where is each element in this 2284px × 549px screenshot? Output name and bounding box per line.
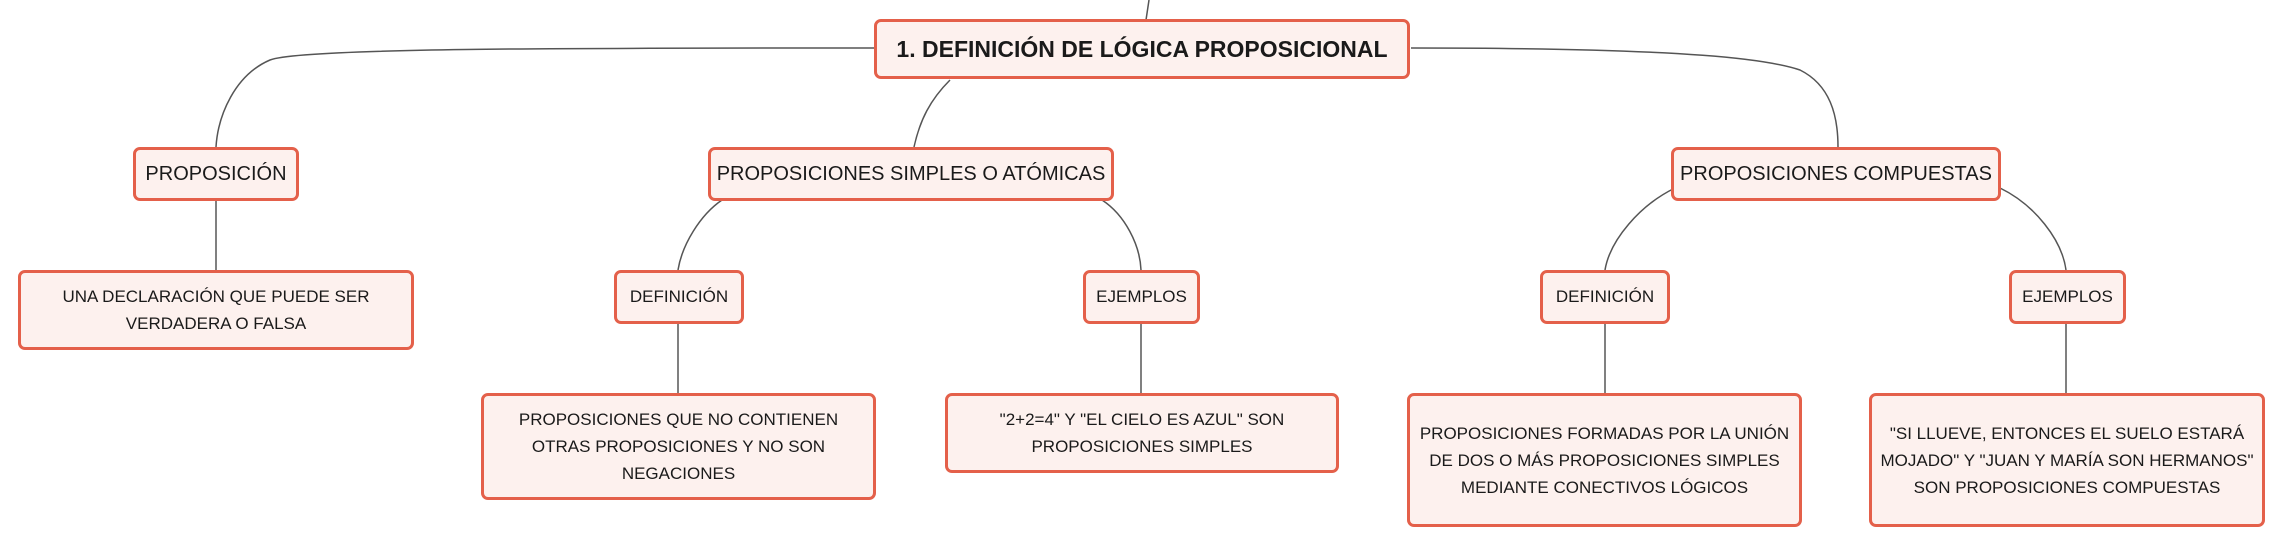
leaf-line: UNA DECLARACIÓN QUE PUEDE SER xyxy=(62,287,370,306)
leaf-line: DE DOS O MÁS PROPOSICIONES SIMPLES xyxy=(1429,450,1780,470)
leaf-line: SON PROPOSICIONES COMPUESTAS xyxy=(1913,477,2221,497)
leaf-compuestas-ejemplos[interactable]: "SI LLUEVE, ENTONCES EL SUELO ESTARÁ MOJ… xyxy=(1869,393,2265,527)
topic-proposiciones-compuestas[interactable]: PROPOSICIONES COMPUESTAS xyxy=(1671,147,2001,201)
leaf-simples-ejemplos[interactable]: "2+2=4" Y "EL CIELO ES AZUL" SON PROPOSI… xyxy=(945,393,1339,473)
root-topic[interactable]: 1. DEFINICIÓN DE LÓGICA PROPOSICIONAL xyxy=(874,19,1410,79)
connector-root-proposicion xyxy=(215,47,877,148)
connector-simples-definicion xyxy=(677,199,723,271)
connector-compuestas-definicion xyxy=(1604,187,1676,271)
connector-root-parent xyxy=(1145,0,1150,21)
leaf-line: "2+2=4" Y "EL CIELO ES AZUL" SON xyxy=(999,410,1285,429)
connector-compuestas-ejemplos xyxy=(1999,187,2067,271)
subtopic-compuestas-ejemplos[interactable]: EJEMPLOS xyxy=(2009,270,2126,324)
connector-simples-ejemplos xyxy=(1101,199,1142,271)
leaf-line: PROPOSICIONES QUE NO CONTIENEN xyxy=(518,410,839,429)
leaf-compuestas-definicion[interactable]: PROPOSICIONES FORMADAS POR LA UNIÓN DE D… xyxy=(1407,393,1802,527)
subtopic-simples-ejemplos-label: EJEMPLOS xyxy=(1096,287,1187,306)
leaf-line: "SI LLUEVE, ENTONCES EL SUELO ESTARÁ xyxy=(1889,423,2245,443)
subtopic-simples-definicion[interactable]: DEFINICIÓN xyxy=(614,270,744,324)
leaf-line: MEDIANTE CONECTIVOS LÓGICOS xyxy=(1460,477,1749,497)
connector-root-compuestas xyxy=(1410,47,1839,148)
subtopic-compuestas-definicion-label: DEFINICIÓN xyxy=(1555,287,1655,306)
topic-proposicion[interactable]: PROPOSICIÓN xyxy=(133,147,299,201)
leaf-line: PROPOSICIONES SIMPLES xyxy=(1031,437,1253,456)
leaf-line: MOJADO" Y "JUAN Y MARÍA SON HERMANOS" xyxy=(1880,450,2254,470)
topic-proposicion-label: PROPOSICIÓN xyxy=(145,162,287,185)
leaf-line: VERDADERA O FALSA xyxy=(125,314,307,333)
leaf-line: OTRAS PROPOSICIONES Y NO SON xyxy=(531,437,826,456)
root-topic-label: 1. DEFINICIÓN DE LÓGICA PROPOSICIONAL xyxy=(896,35,1388,62)
leaf-proposicion[interactable]: UNA DECLARACIÓN QUE PUEDE SER VERDADERA … xyxy=(18,270,414,350)
leaf-line: NEGACIONES xyxy=(621,464,736,483)
topic-proposiciones-simples[interactable]: PROPOSICIONES SIMPLES O ATÓMICAS xyxy=(708,147,1114,201)
connector-root-simples xyxy=(913,79,951,148)
subtopic-compuestas-ejemplos-label: EJEMPLOS xyxy=(2022,287,2113,306)
subtopic-simples-definicion-label: DEFINICIÓN xyxy=(629,287,729,306)
leaf-simples-definicion[interactable]: PROPOSICIONES QUE NO CONTIENEN OTRAS PRO… xyxy=(481,393,876,500)
subtopic-simples-ejemplos[interactable]: EJEMPLOS xyxy=(1083,270,1200,324)
topic-proposiciones-compuestas-label: PROPOSICIONES COMPUESTAS xyxy=(1680,162,1992,185)
leaf-line: PROPOSICIONES FORMADAS POR LA UNIÓN xyxy=(1419,423,1790,443)
topic-proposiciones-simples-label: PROPOSICIONES SIMPLES O ATÓMICAS xyxy=(716,162,1106,185)
subtopic-compuestas-definicion[interactable]: DEFINICIÓN xyxy=(1540,270,1670,324)
